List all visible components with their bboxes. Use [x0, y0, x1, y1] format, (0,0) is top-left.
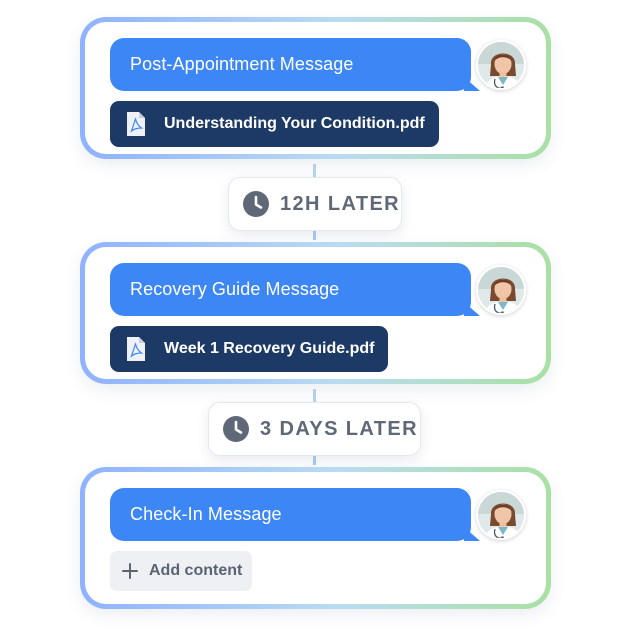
- doctor-avatar: [476, 40, 526, 90]
- doctor-avatar: [476, 490, 526, 540]
- delay-badge[interactable]: 3 DAYS LATER: [208, 402, 421, 456]
- message-bubble[interactable]: Check-In Message: [110, 488, 480, 541]
- message-title: Recovery Guide Message: [130, 279, 340, 299]
- step-card-2[interactable]: Recovery Guide Message Week 1 Recovery G…: [80, 242, 551, 384]
- message-bubble[interactable]: Recovery Guide Message: [110, 263, 480, 316]
- step-card-3[interactable]: Check-In Message Add content: [80, 467, 551, 609]
- delay-label: 12H LATER: [280, 192, 401, 215]
- doctor-avatar: [476, 265, 526, 315]
- message-bubble[interactable]: Post-Appointment Message: [110, 38, 480, 91]
- clock-icon: [242, 190, 270, 218]
- attachment-filename: Understanding Your Condition.pdf: [164, 115, 425, 132]
- delay-badge[interactable]: 12H LATER: [228, 177, 402, 231]
- add-content-label: Add content: [149, 562, 243, 579]
- attachment-filename: Week 1 Recovery Guide.pdf: [164, 340, 375, 357]
- clock-icon: [222, 415, 250, 443]
- attachment-chip[interactable]: Week 1 Recovery Guide.pdf: [110, 326, 389, 372]
- pdf-icon: [126, 111, 146, 137]
- add-content-button[interactable]: Add content: [110, 551, 252, 591]
- pdf-icon: [126, 336, 146, 362]
- message-title: Check-In Message: [130, 504, 282, 524]
- attachment-chip[interactable]: Understanding Your Condition.pdf: [110, 101, 439, 147]
- delay-label: 3 DAYS LATER: [260, 417, 418, 440]
- bubble-tail: [464, 302, 480, 316]
- bubble-tail: [464, 77, 480, 91]
- plus-icon: [122, 563, 138, 579]
- bubble-tail: [464, 527, 480, 541]
- step-card-1[interactable]: Post-Appointment Message Understanding Y…: [80, 17, 551, 159]
- message-title: Post-Appointment Message: [130, 54, 354, 74]
